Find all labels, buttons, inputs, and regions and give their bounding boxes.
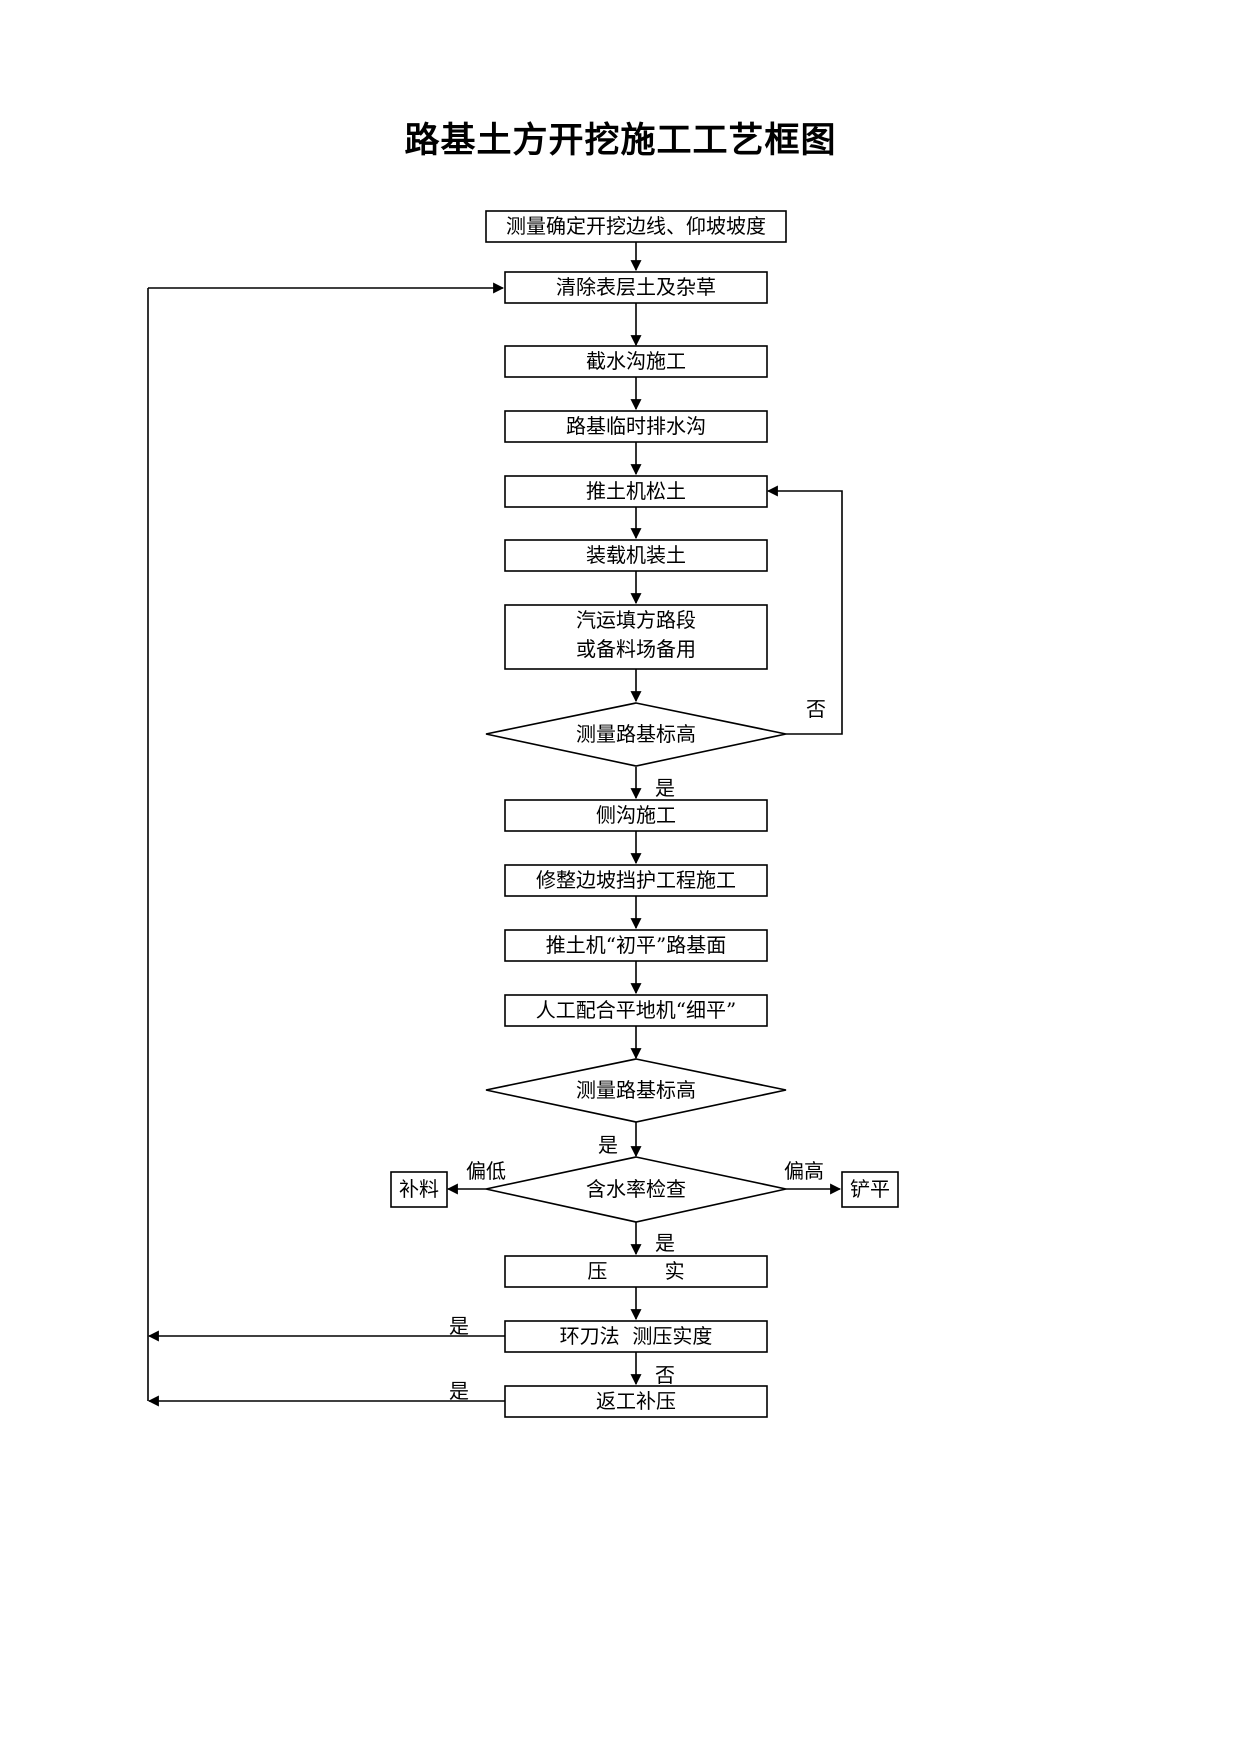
label-no-elevation-1: 否 [806, 697, 826, 721]
step-intercept: 截水沟施工 [504, 345, 768, 378]
label-yes-elevation-2: 是 [598, 1133, 618, 1157]
step-loosen-label: 推土机松土 [586, 479, 686, 503]
step-ring-knife: 环刀法 测压实度 [504, 1320, 768, 1353]
label-yes-recompact: 是 [449, 1379, 469, 1403]
step-transport-line2: 或备料场备用 [576, 637, 696, 661]
label-yes-ring-knife: 是 [449, 1314, 469, 1338]
step-transport-line1: 汽运填方路段 [576, 608, 696, 632]
step-shovel-label: 铲平 [850, 1177, 890, 1201]
step-transport: 汽运填方路段 或备料场备用 [504, 604, 768, 670]
step-slope-label: 修整边坡挡护工程施工 [536, 868, 736, 892]
step-slope: 修整边坡挡护工程施工 [504, 864, 768, 897]
label-moisture-high: 偏高 [784, 1159, 824, 1183]
step-survey-label: 测量确定开挖边线、仰坡坡度 [506, 214, 766, 238]
page-title: 路基土方开挖施工工艺框图 [404, 120, 837, 161]
step-fine-level: 人工配合平地机“细平” [504, 994, 768, 1027]
step-intercept-label: 截水沟施工 [586, 349, 686, 373]
decision-moisture: 含水率检查 [485, 1156, 787, 1223]
step-clear: 清除表层土及杂草 [504, 271, 768, 304]
step-ring-knife-label: 环刀法 测压实度 [560, 1324, 713, 1348]
step-shovel: 铲平 [841, 1171, 899, 1208]
step-fine-level-label: 人工配合平地机“细平” [536, 998, 736, 1022]
step-clear-label: 清除表层土及杂草 [556, 275, 716, 299]
step-rough-level-label: 推土机“初平”路基面 [546, 933, 726, 957]
arrow-check1-no-loop [766, 485, 843, 735]
step-recompact-label: 返工补压 [596, 1389, 676, 1413]
label-no-ring-knife: 否 [655, 1363, 675, 1387]
step-add-material-label: 补料 [399, 1177, 439, 1201]
decision-check-elevation-1-label: 测量路基标高 [576, 722, 696, 746]
step-rough-level: 推土机“初平”路基面 [504, 929, 768, 962]
label-yes-elevation-1: 是 [655, 776, 675, 800]
label-yes-moisture: 是 [655, 1231, 675, 1255]
connectors [147, 242, 843, 1407]
decision-check-elevation-1: 测量路基标高 [485, 702, 787, 767]
decision-check-elevation-2: 测量路基标高 [485, 1058, 787, 1123]
step-compact-label: 压 实 [587, 1259, 684, 1283]
step-loosen: 推土机松土 [504, 475, 768, 508]
step-side-ditch: 侧沟施工 [504, 799, 768, 832]
step-temp-drain-label: 路基临时排水沟 [566, 414, 706, 438]
step-survey: 测量确定开挖边线、仰坡坡度 [485, 210, 787, 243]
decision-check-elevation-2-label: 测量路基标高 [576, 1078, 696, 1102]
step-temp-drain: 路基临时排水沟 [504, 410, 768, 443]
step-recompact: 返工补压 [504, 1385, 768, 1418]
step-load: 装载机装土 [504, 539, 768, 572]
step-add-material: 补料 [390, 1171, 448, 1208]
decision-moisture-label: 含水率检查 [586, 1177, 686, 1201]
step-compact: 压 实 [504, 1255, 768, 1288]
step-load-label: 装载机装土 [586, 543, 686, 567]
step-side-ditch-label: 侧沟施工 [596, 803, 676, 827]
label-moisture-low: 偏低 [466, 1159, 506, 1183]
